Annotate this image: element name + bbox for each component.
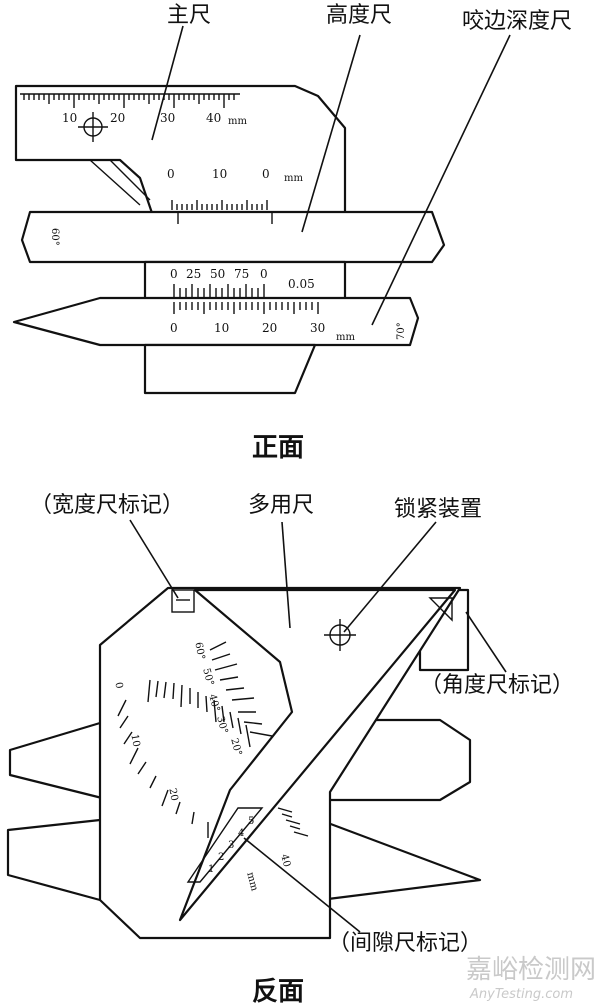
gap-tick-1: 1 — [208, 864, 214, 875]
vernier-tick-0a: 0 — [170, 267, 178, 281]
caption-front: 正面 — [252, 433, 304, 463]
height-tick-10: 10 — [212, 167, 227, 181]
label-height-scale: 高度尺 — [326, 3, 392, 28]
gap-tick-3: 3 — [228, 840, 234, 851]
vernier-tick-25: 25 — [186, 267, 201, 281]
watermark-en: AnyTesting.com — [469, 987, 573, 1002]
gap-scale-strip — [186, 807, 264, 883]
vernier-tick-75: 75 — [234, 267, 249, 281]
main-tick-unit: mm — [228, 116, 247, 127]
gap-tick-40: 40 — [278, 853, 292, 868]
gap-tick-2: 2 — [218, 852, 224, 863]
gap-tick-5: 5 — [248, 816, 254, 827]
main-scale-wedge — [89, 159, 151, 206]
vernier-tick-0b: 0 — [260, 267, 268, 281]
crosshair-icon — [78, 112, 108, 142]
depth-tick-30: 30 — [310, 321, 325, 335]
label-multi-scale: 多用尺 — [248, 493, 314, 518]
leader-height-scale — [301, 34, 361, 233]
angle-mark-triangle — [428, 597, 453, 622]
leader-width-mark — [129, 519, 179, 599]
left-tick-20: 20 — [166, 787, 179, 801]
depth-tick-10: 10 — [214, 321, 229, 335]
leader-main-scale — [151, 25, 184, 141]
angle-60-label: 60° — [49, 228, 60, 246]
label-undercut-depth-scale: 咬边深度尺 — [462, 9, 572, 34]
caption-back: 反面 — [252, 977, 304, 1007]
gap-tick-4: 4 — [238, 828, 244, 839]
watermark-cn: 嘉峪检测网 — [466, 955, 596, 985]
label-angle-mark: （角度尺标记） — [420, 673, 574, 698]
vernier-tick-50: 50 — [210, 267, 225, 281]
label-width-mark: （宽度尺标记） — [30, 493, 184, 518]
angle-tick-50: 50° — [200, 667, 215, 687]
angle-70-label: 70° — [396, 322, 407, 340]
gap-tick-unit: mm — [244, 871, 260, 893]
lower-bar — [12, 296, 420, 347]
height-tick-0b: 0 — [262, 167, 270, 181]
angle-tick-40: 40° — [206, 693, 221, 713]
back-view: 60° 50° 40° 30° 20° 0 10 20 5 4 3 2 1 mm… — [6, 493, 574, 1007]
multi-use-ruler — [178, 588, 457, 922]
depth-tick-unit: mm — [336, 332, 355, 343]
height-tick-0a: 0 — [167, 167, 175, 181]
angle-tick-60: 60° — [192, 641, 206, 660]
height-tick-unit: mm — [284, 173, 303, 184]
main-tick-30: 30 — [160, 111, 175, 125]
leader-angle-mark — [465, 611, 507, 673]
locking-device-icon — [324, 619, 356, 651]
vernier-precision: 0.05 — [288, 277, 315, 291]
label-gap-mark: （间隙尺标记） — [328, 931, 482, 956]
angle-tick-20: 20° — [228, 737, 243, 757]
width-mark-square — [171, 589, 195, 613]
label-main-scale: 主尺 — [167, 3, 211, 28]
leader-depth-scale — [371, 34, 511, 326]
left-tick-10: 10 — [128, 733, 141, 747]
depth-tick-20: 20 — [262, 321, 277, 335]
main-scale-body — [14, 84, 347, 215]
front-view: 10 20 30 40 mm 0 10 0 mm 60° 0 25 50 75 … — [12, 3, 572, 463]
bottom-block — [143, 343, 317, 395]
vernier-window — [143, 260, 347, 302]
leader-locking-device — [343, 521, 437, 633]
upper-bar — [20, 210, 446, 264]
main-tick-40: 40 — [206, 111, 221, 125]
main-tick-10: 10 — [62, 111, 77, 125]
main-tick-20: 20 — [110, 111, 125, 125]
angle-tick-30: 30° — [214, 715, 229, 735]
leader-multi-scale — [281, 521, 291, 629]
left-tick-0: 0 — [112, 681, 124, 689]
angle-arc-scale — [117, 641, 273, 838]
leader-gap-mark — [243, 837, 361, 933]
label-locking-device: 锁紧装置 — [394, 497, 482, 522]
depth-tick-0: 0 — [170, 321, 178, 335]
height-scale-ruler — [171, 200, 268, 210]
